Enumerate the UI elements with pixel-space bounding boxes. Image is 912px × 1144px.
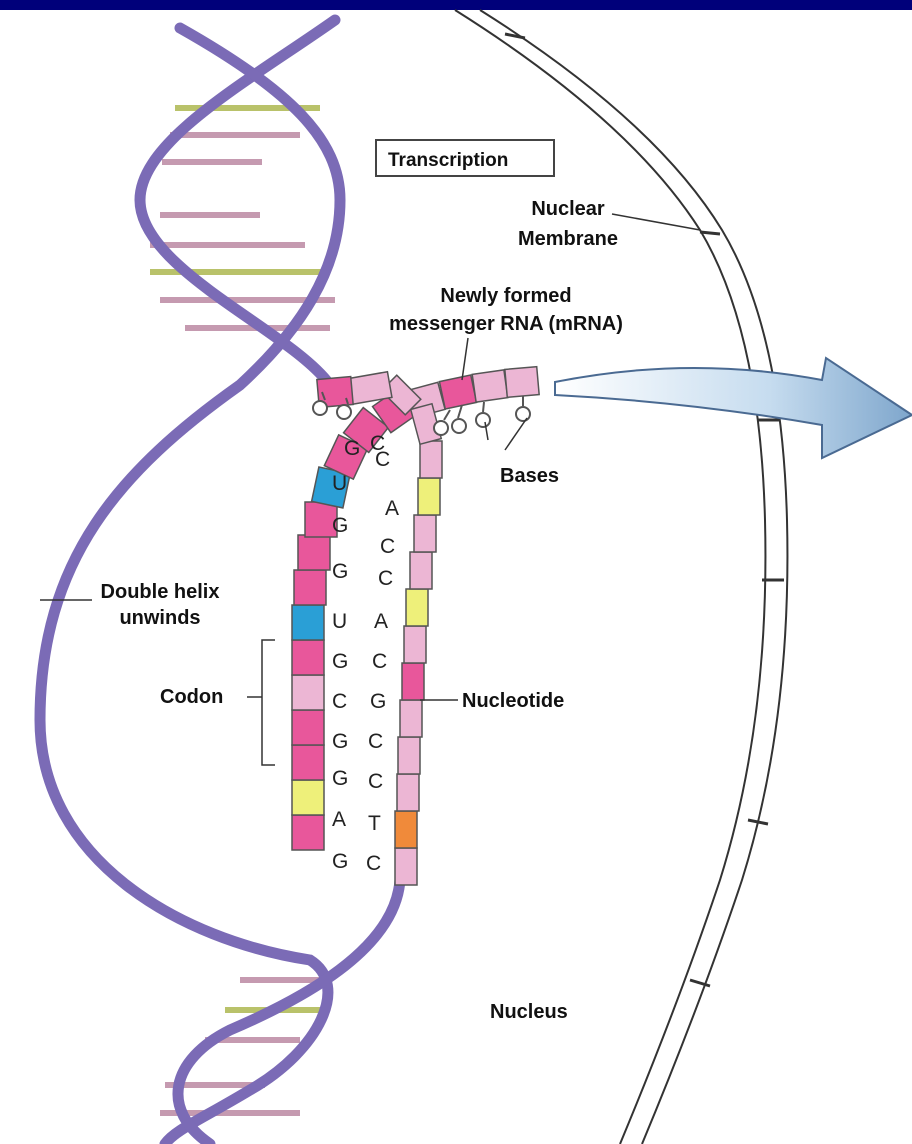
mrna-label: messenger RNA (mRNA) <box>389 313 623 335</box>
nucleus-label: Nucleus <box>490 1001 568 1023</box>
rna-base: G <box>332 730 348 753</box>
dna-base: G <box>370 690 386 713</box>
codon-label: Codon <box>160 686 223 708</box>
mrna-label: Newly formed <box>440 285 571 307</box>
bases-label: Bases <box>500 465 559 487</box>
rna-base: U <box>332 610 347 633</box>
image-background <box>0 10 912 1144</box>
nucleotide-label: Nucleotide <box>462 690 564 712</box>
dna-base: C <box>378 567 393 590</box>
double-helix-label: Double helix <box>101 581 220 603</box>
rna-base: G <box>344 437 360 460</box>
dna-base: C <box>368 730 383 753</box>
dna-base: C <box>366 852 381 875</box>
dna-base: A <box>385 497 399 520</box>
rna-base: A <box>332 808 346 831</box>
rna-base: G <box>332 850 348 873</box>
dna-base: C <box>368 770 383 793</box>
transcription-label: Transcription <box>388 150 508 171</box>
dna-base: A <box>374 610 388 633</box>
rna-base: U <box>332 472 347 495</box>
rna-base: G <box>332 514 348 537</box>
dna-base: T <box>368 812 381 835</box>
rna-base: G <box>332 650 348 673</box>
rna-base: G <box>332 767 348 790</box>
double-helix-label: unwinds <box>119 607 200 629</box>
nuclear-membrane-label: Nuclear <box>531 198 605 220</box>
dna-base: C <box>380 535 395 558</box>
dna-base: C <box>372 650 387 673</box>
nuclear-membrane-label: Membrane <box>518 228 618 250</box>
dna-base: C <box>375 448 390 471</box>
rna-base: C <box>332 690 347 713</box>
rna-base: G <box>332 560 348 583</box>
